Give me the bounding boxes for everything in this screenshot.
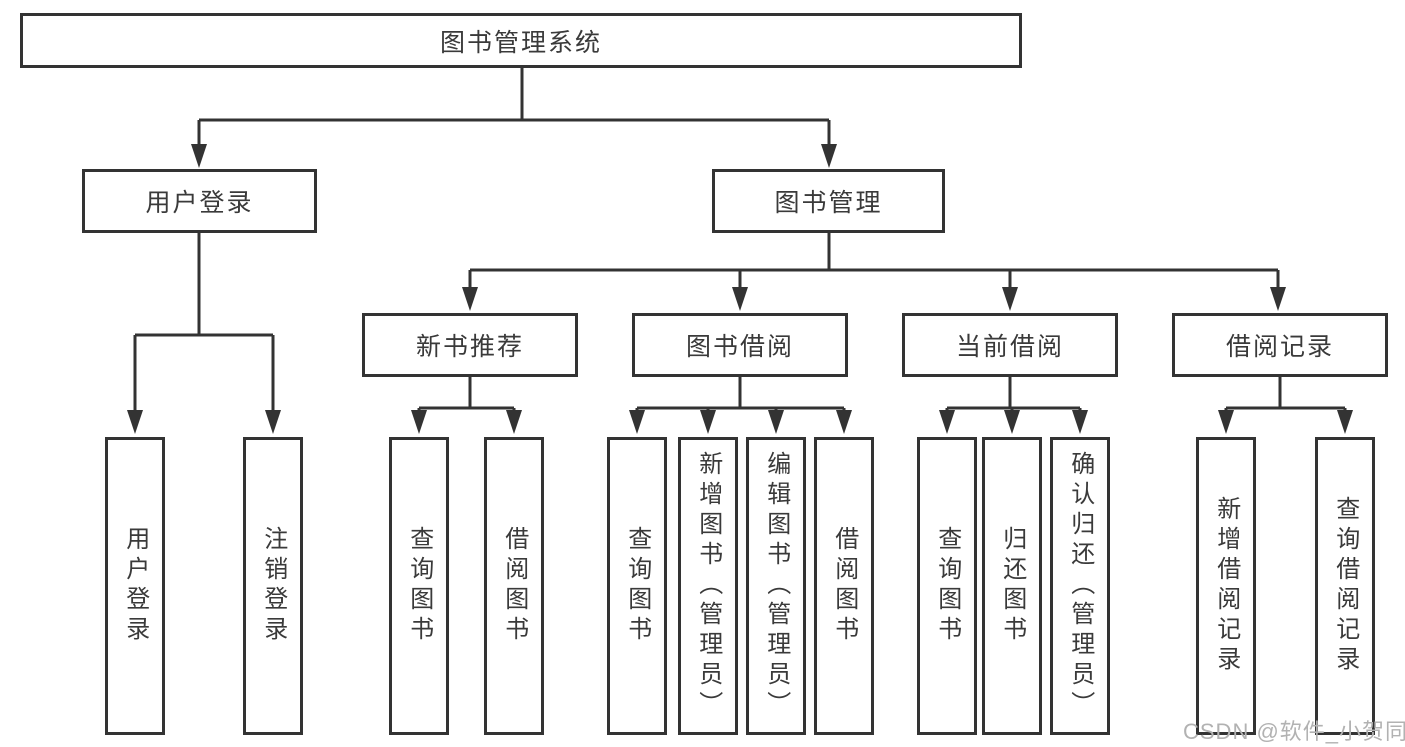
node-root: 图书管理系统 [20,13,1022,68]
leaf-user-login: 用户登录 [105,437,165,735]
node-current-borrowing: 当前借阅 [902,313,1118,377]
leaf-nb-query-books: 查询图书 [389,437,449,735]
node-user-login: 用户登录 [82,169,317,233]
leaf-bb-edit-books-admin: 编辑图书（管理员） [746,437,806,735]
node-borrowing-records: 借阅记录 [1172,313,1388,377]
node-book-management: 图书管理 [712,169,945,233]
leaf-bb-add-books-admin: 新增图书（管理员） [678,437,738,735]
watermark: CSDN @软件_小贺同学 [1183,719,1405,744]
connector-root-to-level2 [191,68,837,168]
connector-book-mgmt-to-level3 [462,233,1286,311]
connector-borrowing-children [629,377,852,434]
leaf-cb-return-books: 归还图书 [982,437,1042,735]
leaf-logout: 注销登录 [243,437,303,735]
leaf-bb-query-books: 查询图书 [607,437,667,735]
node-book-borrowing: 图书借阅 [632,313,848,377]
connector-new-book-children [411,377,522,434]
connector-records-children [1218,377,1353,434]
connector-current-children [939,377,1088,434]
leaf-nb-borrow-books: 借阅图书 [484,437,544,735]
leaf-bb-borrow-books: 借阅图书 [814,437,874,735]
connector-user-login-children [127,233,281,434]
node-new-book-recommend: 新书推荐 [362,313,578,377]
leaf-cb-query-books: 查询图书 [917,437,977,735]
leaf-rec-add-record: 新增借阅记录 [1196,437,1256,735]
leaf-rec-query-record: 查询借阅记录 [1315,437,1375,735]
leaf-cb-confirm-return-admin: 确认归还（管理员） [1050,437,1110,735]
